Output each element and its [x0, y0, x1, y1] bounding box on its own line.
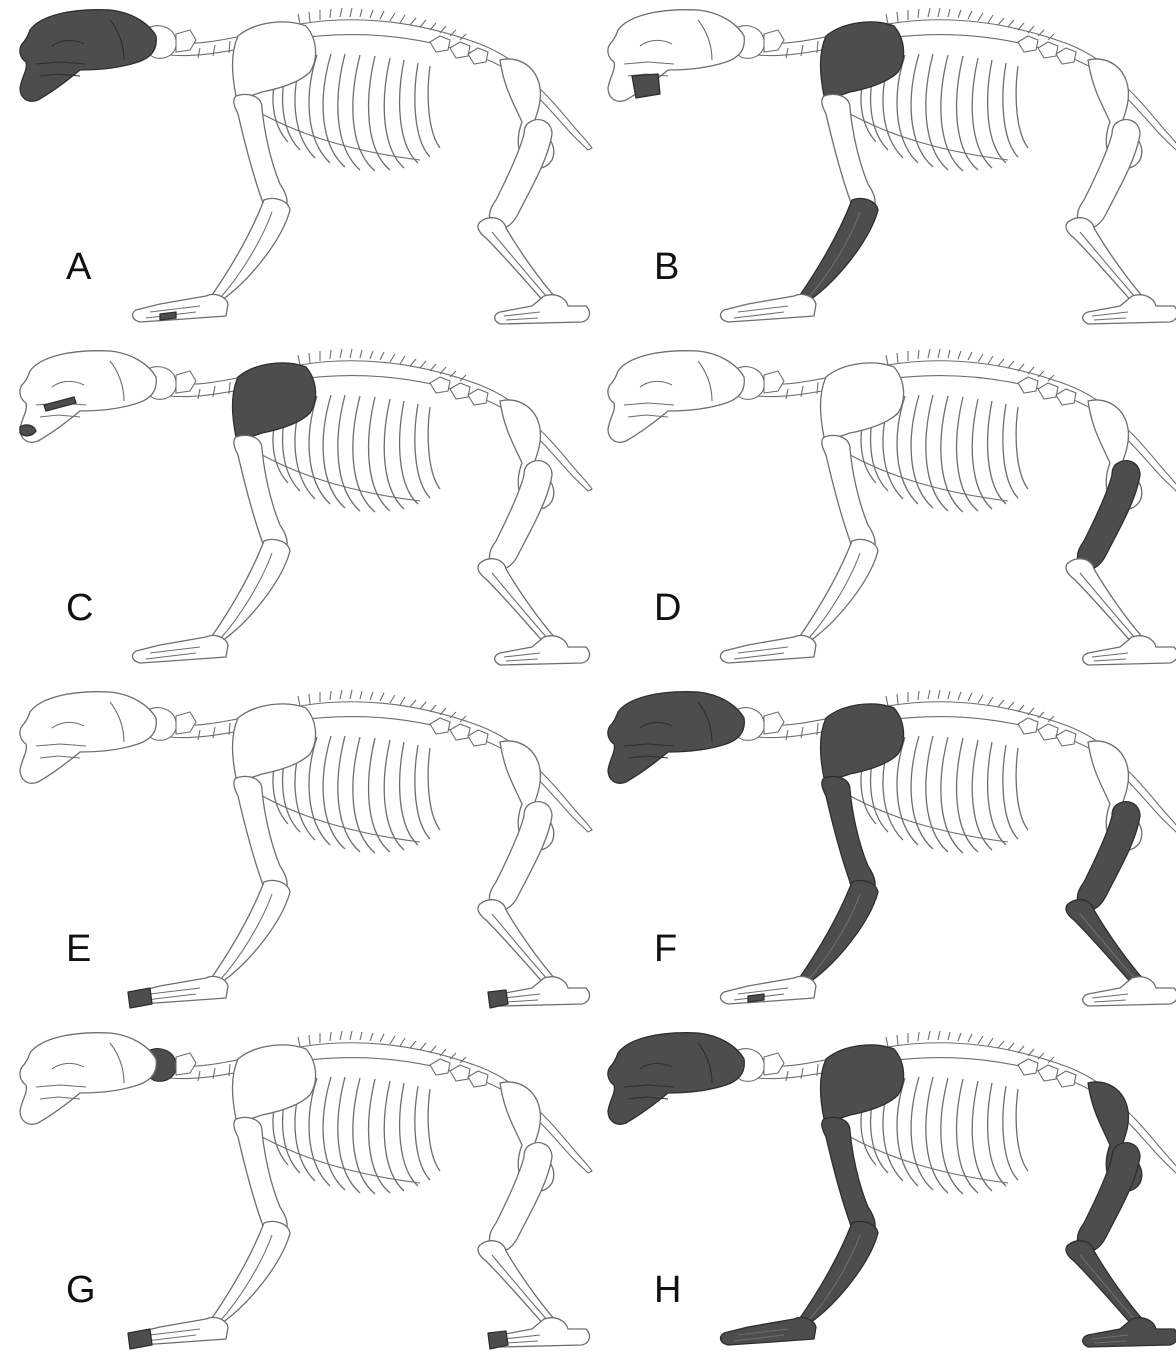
panel-label: B: [654, 248, 679, 286]
panel-e: E: [0, 682, 588, 1023]
skull-bone: [608, 1033, 744, 1125]
panel-label: F: [654, 930, 677, 968]
skeleton-drawing: [0, 682, 588, 1023]
tibia-bone: [1066, 900, 1144, 986]
panel-f: F: [588, 682, 1176, 1023]
tibia-bone: [1066, 218, 1144, 304]
panel-label: E: [66, 930, 91, 968]
forearm-bone: [210, 1221, 290, 1323]
forefoot-digit-bone: [748, 994, 764, 1002]
tibia-bone: [478, 559, 556, 645]
hind-claws-bone: [488, 990, 508, 1008]
panel-d: D: [588, 341, 1176, 682]
forearm-bone: [798, 539, 878, 641]
skeleton-drawing: [588, 682, 1176, 1023]
panel-label: D: [654, 589, 681, 627]
skeleton-drawing: [0, 341, 588, 682]
forearm-bone: [210, 198, 290, 300]
tibia-bone: [478, 900, 556, 986]
skeleton-drawing: [588, 0, 1176, 341]
hind-claws-bone: [488, 1331, 508, 1349]
skull-bone: [608, 351, 744, 443]
skull-bone: [20, 10, 156, 102]
skull-bone: [20, 351, 156, 443]
skeleton-drawing: [588, 341, 1176, 682]
panel-g: G: [0, 1023, 588, 1364]
incisors-bone: [20, 425, 36, 436]
panel-label: A: [66, 248, 91, 286]
forearm-bone: [210, 539, 290, 641]
panel-label: G: [66, 1271, 96, 1309]
panel-c: C: [0, 341, 588, 682]
panel-h: H: [588, 1023, 1176, 1364]
tibia-bone: [1066, 1241, 1144, 1327]
forearm-bone: [798, 880, 878, 982]
panel-label: H: [654, 1271, 681, 1309]
skull-bone: [608, 692, 744, 784]
fore-claws-bone: [128, 988, 152, 1008]
panel-label: C: [66, 589, 93, 627]
panel-b: B: [588, 0, 1176, 341]
skeleton-drawing: [0, 0, 588, 341]
tibia-bone: [478, 218, 556, 304]
tibia-bone: [478, 1241, 556, 1327]
fore-claws-bone: [128, 1329, 152, 1349]
tibia-bone: [1066, 559, 1144, 645]
skull-bone: [20, 1033, 156, 1125]
forefoot-digit-bone: [160, 312, 176, 320]
forearm-bone: [798, 198, 878, 300]
skeleton-drawing: [0, 1023, 588, 1364]
forearm-bone: [798, 1221, 878, 1323]
skull-bone: [608, 10, 744, 102]
skull-bone: [20, 692, 156, 784]
forearm-bone: [210, 880, 290, 982]
panel-a: A: [0, 0, 588, 341]
skeleton-drawing: [588, 1023, 1176, 1364]
mandible-patch-bone: [632, 74, 660, 98]
